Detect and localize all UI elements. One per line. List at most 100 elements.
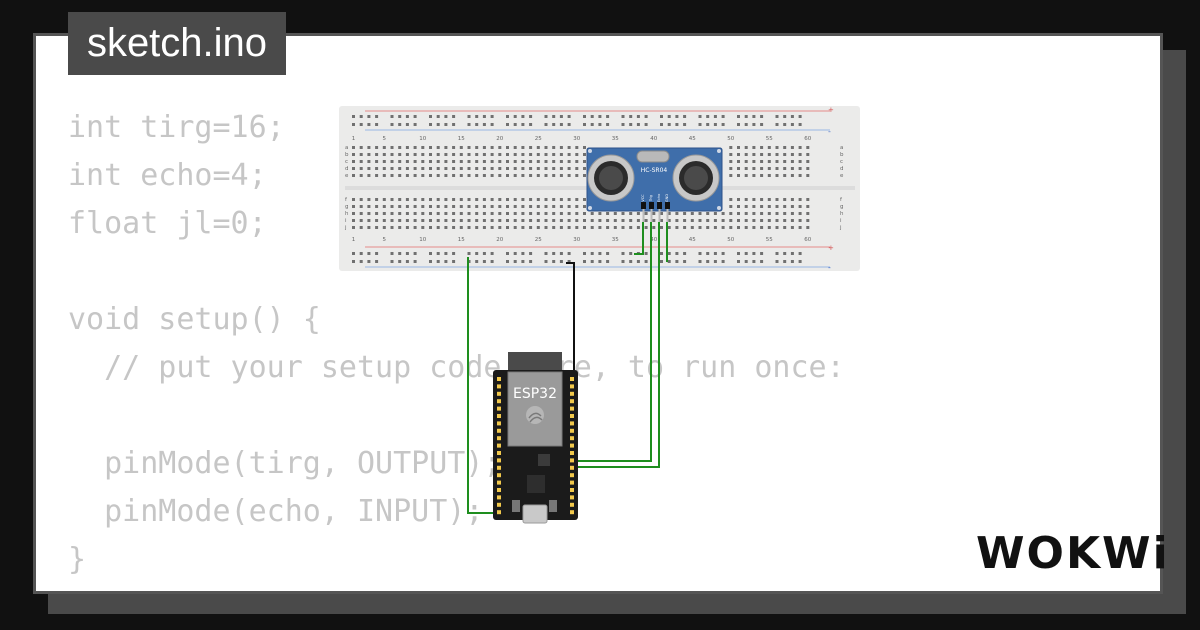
boot-button[interactable] xyxy=(512,500,520,512)
code-line: float jl=0; xyxy=(68,206,267,241)
terminal-hole xyxy=(790,174,794,177)
rail-hole xyxy=(675,252,679,255)
terminal-hole xyxy=(744,205,748,208)
wire-trig-gpio16[interactable] xyxy=(467,257,494,514)
terminal-hole xyxy=(475,198,479,201)
terminal-hole xyxy=(760,153,764,156)
terminal-hole xyxy=(529,205,533,208)
wokwi-logo[interactable]: WOKWi xyxy=(976,528,1170,579)
board-pin xyxy=(497,428,501,433)
terminal-hole xyxy=(421,226,425,229)
terminal-hole xyxy=(444,174,448,177)
rail-hole xyxy=(583,260,586,263)
wire-trig-signal[interactable] xyxy=(578,222,660,468)
rail-hole xyxy=(529,252,533,255)
terminal-hole xyxy=(583,153,586,156)
rail-hole xyxy=(475,123,479,126)
rail-hole xyxy=(667,260,671,263)
terminal-hole xyxy=(413,212,417,215)
terminal-hole xyxy=(798,153,802,156)
mount-hole xyxy=(588,206,592,210)
terminal-hole xyxy=(429,146,432,149)
terminal-hole xyxy=(775,160,779,163)
row-letter: a xyxy=(840,145,843,151)
terminal-hole xyxy=(459,219,463,222)
terminal-hole xyxy=(767,205,771,208)
terminal-hole xyxy=(490,146,494,149)
sensor-pin xyxy=(641,202,646,209)
rail-hole xyxy=(737,123,740,126)
sensor-pin-label: GND xyxy=(665,194,669,202)
terminal-hole xyxy=(513,219,517,222)
rail-hole xyxy=(706,115,710,118)
terminal-hole xyxy=(436,153,440,156)
terminal-hole xyxy=(498,219,502,222)
terminal-hole xyxy=(806,219,810,222)
rail-hole xyxy=(660,115,663,118)
sketch-filename-tab[interactable]: sketch.ino xyxy=(68,12,286,75)
rail-hole xyxy=(660,252,663,255)
code-preview: int tirg=16;int echo=4;float jl=0; void … xyxy=(68,104,845,584)
board-pin xyxy=(570,488,574,492)
terminal-hole xyxy=(490,167,494,170)
terminal-hole xyxy=(606,212,610,215)
terminal-hole xyxy=(775,198,779,201)
usb-uart-chip xyxy=(527,475,545,493)
terminal-hole xyxy=(367,205,371,208)
terminal-hole xyxy=(529,146,533,149)
terminal-hole xyxy=(729,198,733,201)
mount-hole xyxy=(717,149,721,153)
rail-hole xyxy=(405,123,409,126)
terminal-hole xyxy=(752,153,756,156)
terminal-hole xyxy=(559,226,563,229)
rail-hole xyxy=(452,252,456,255)
espressif-logo-icon xyxy=(526,406,544,424)
wire-echo-gpio4[interactable] xyxy=(578,222,652,462)
rail-hole xyxy=(760,260,764,263)
terminal-hole xyxy=(775,212,779,215)
rail-hole xyxy=(698,252,702,255)
terminal-hole xyxy=(567,167,571,170)
terminal-hole xyxy=(621,212,625,215)
rail-hole xyxy=(506,115,509,118)
terminal-hole xyxy=(559,153,563,156)
terminal-hole xyxy=(567,198,571,201)
terminal-hole xyxy=(352,219,355,222)
rail-hole xyxy=(713,252,717,255)
rail-hole xyxy=(667,115,671,118)
rail-plus-label-bottom: + xyxy=(828,244,834,252)
terminal-hole xyxy=(475,174,479,177)
board-pin xyxy=(570,384,574,389)
column-number: 45 xyxy=(689,237,696,243)
terminal-hole xyxy=(575,198,579,201)
terminal-hole xyxy=(405,198,409,201)
terminal-hole xyxy=(683,219,687,222)
esp32-board[interactable]: ESP32 xyxy=(493,352,578,524)
board-pin xyxy=(497,421,501,426)
rail-hole xyxy=(506,260,509,263)
terminal-hole xyxy=(783,205,787,208)
terminal-hole xyxy=(506,167,509,170)
rail-hole xyxy=(521,252,525,255)
reset-button[interactable] xyxy=(549,500,557,512)
terminal-hole xyxy=(452,174,456,177)
rail-hole xyxy=(490,123,494,126)
code-line: int tirg=16; xyxy=(68,110,285,145)
terminal-hole xyxy=(559,160,563,163)
usb-port[interactable] xyxy=(522,504,548,524)
terminal-hole xyxy=(752,160,756,163)
code-line: pinMode(echo, INPUT); xyxy=(68,494,484,529)
wire-gnd[interactable] xyxy=(566,262,575,372)
terminal-hole xyxy=(459,174,463,177)
rail-hole xyxy=(436,115,440,118)
rail-hole xyxy=(621,260,625,263)
wire-vcc[interactable] xyxy=(634,222,644,255)
rail-hole xyxy=(644,123,648,126)
sensor-pin xyxy=(649,202,654,209)
terminal-hole xyxy=(444,219,448,222)
terminal-hole xyxy=(482,174,486,177)
rail-hole xyxy=(529,123,533,126)
terminal-hole xyxy=(544,146,548,149)
terminal-hole xyxy=(475,167,479,170)
